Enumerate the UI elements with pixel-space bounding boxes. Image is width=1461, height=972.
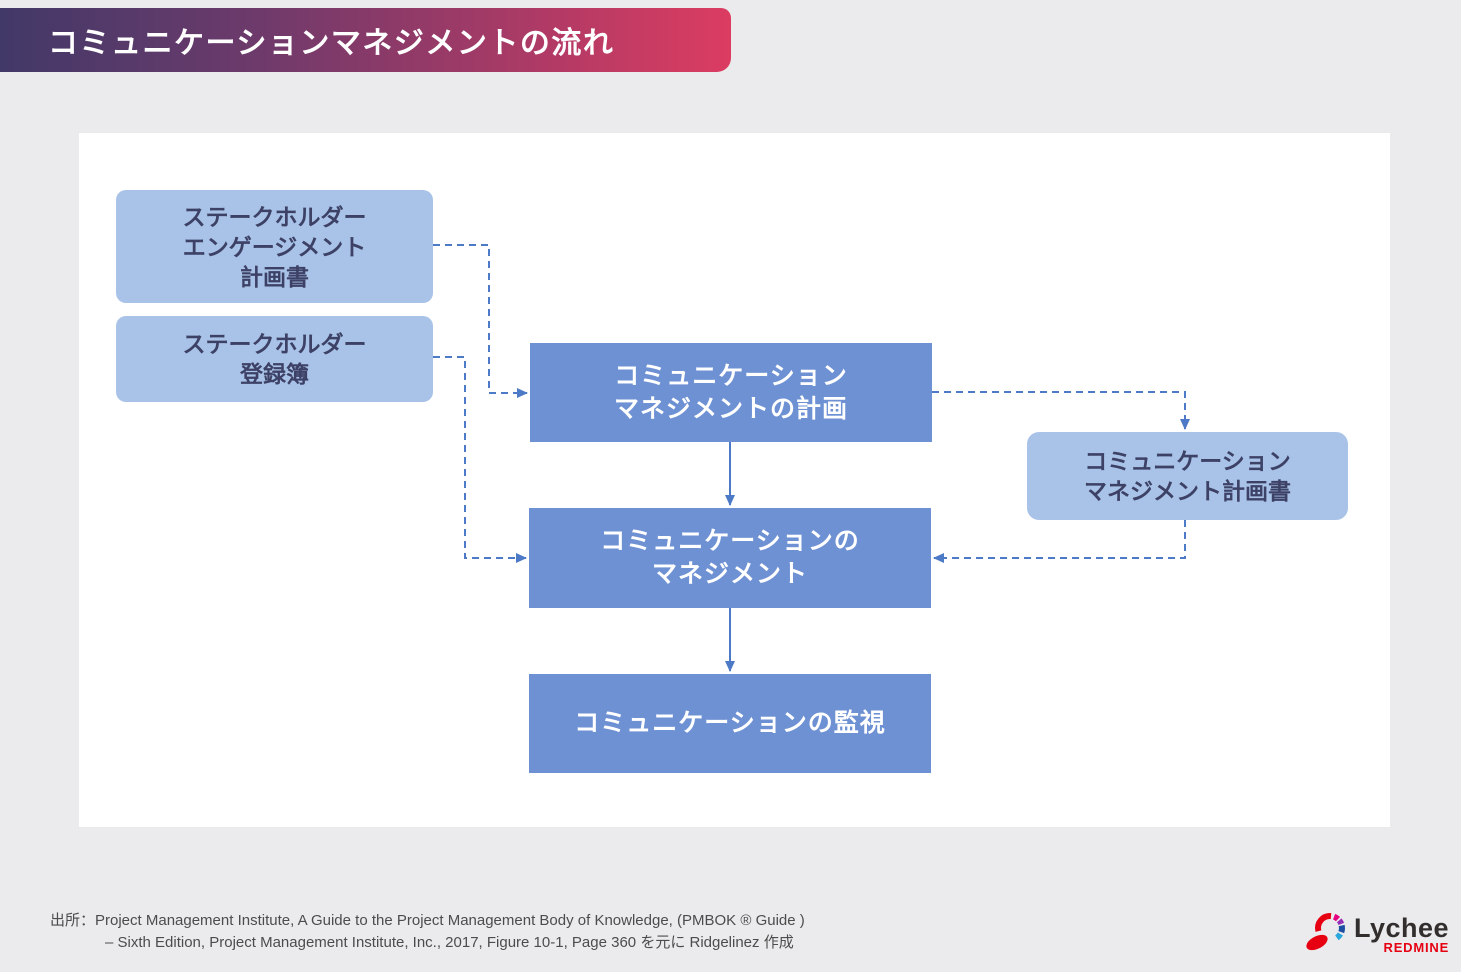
lychee-redmine-logo: Lychee REDMINE	[1303, 910, 1449, 958]
process-box-monitor-communications: コミュニケーションの監視	[529, 674, 931, 773]
node-label-line: マネジメント	[651, 560, 808, 588]
flow-connectors	[433, 244, 1190, 672]
node-label-line: ステークホルダー	[182, 331, 367, 357]
connector-plan-to-planbook	[932, 391, 1190, 430]
source-citation-line2: – Sixth Edition, Project Management Inst…	[105, 934, 794, 951]
node-label-line: マネジメントの計画	[613, 394, 848, 423]
connector-register-to-manage	[433, 356, 527, 563]
title-banner: コミュニケーションマネジメントの流れ	[0, 8, 731, 72]
page-title: コミュニケーションマネジメントの流れ	[48, 27, 615, 60]
output-box-communications-management-plan: コミュニケーション マネジメント計画書	[1027, 432, 1348, 520]
process-box-plan-communications-management: コミュニケーション マネジメントの計画	[530, 343, 932, 442]
lychee-brand-text: Lychee	[1354, 913, 1450, 943]
source-citation-line1: 出所：Project Management Institute, A Guide…	[50, 912, 805, 929]
node-label-line: コミュニケーションの	[600, 527, 860, 555]
node-label-line: マネジメント計画書	[1084, 478, 1291, 504]
input-box-stakeholder-engagement-plan: ステークホルダー エンゲージメント 計画書	[116, 190, 433, 303]
diagram-panel: ステークホルダー エンゲージメント 計画書 ステークホルダー 登録簿 コミュニケ…	[79, 133, 1390, 827]
connector-engagement-to-plan	[433, 244, 528, 398]
node-label-line: ステークホルダー	[182, 203, 367, 230]
source-citation: 出所：Project Management Institute, A Guide…	[50, 910, 805, 954]
connector-planbook-to-manage	[933, 520, 1186, 563]
node-label-line: コミュニケーション	[614, 361, 848, 390]
input-box-stakeholder-register: ステークホルダー 登録簿	[116, 316, 433, 402]
node-label-line: エンゲージメント	[182, 233, 367, 260]
node-label-line: 計画書	[240, 263, 309, 290]
node-label-line: 登録簿	[240, 361, 309, 387]
lychee-logo-icon	[1306, 913, 1345, 951]
lychee-logo-wordmark: Lychee REDMINE	[1354, 910, 1449, 955]
process-box-manage-communications: コミュニケーションの マネジメント	[529, 508, 931, 608]
redmine-product-text: REDMINE	[1383, 940, 1450, 955]
node-label-line: コミュニケーション	[1084, 448, 1291, 474]
node-label-line: コミュニケーションの監視	[574, 709, 886, 737]
